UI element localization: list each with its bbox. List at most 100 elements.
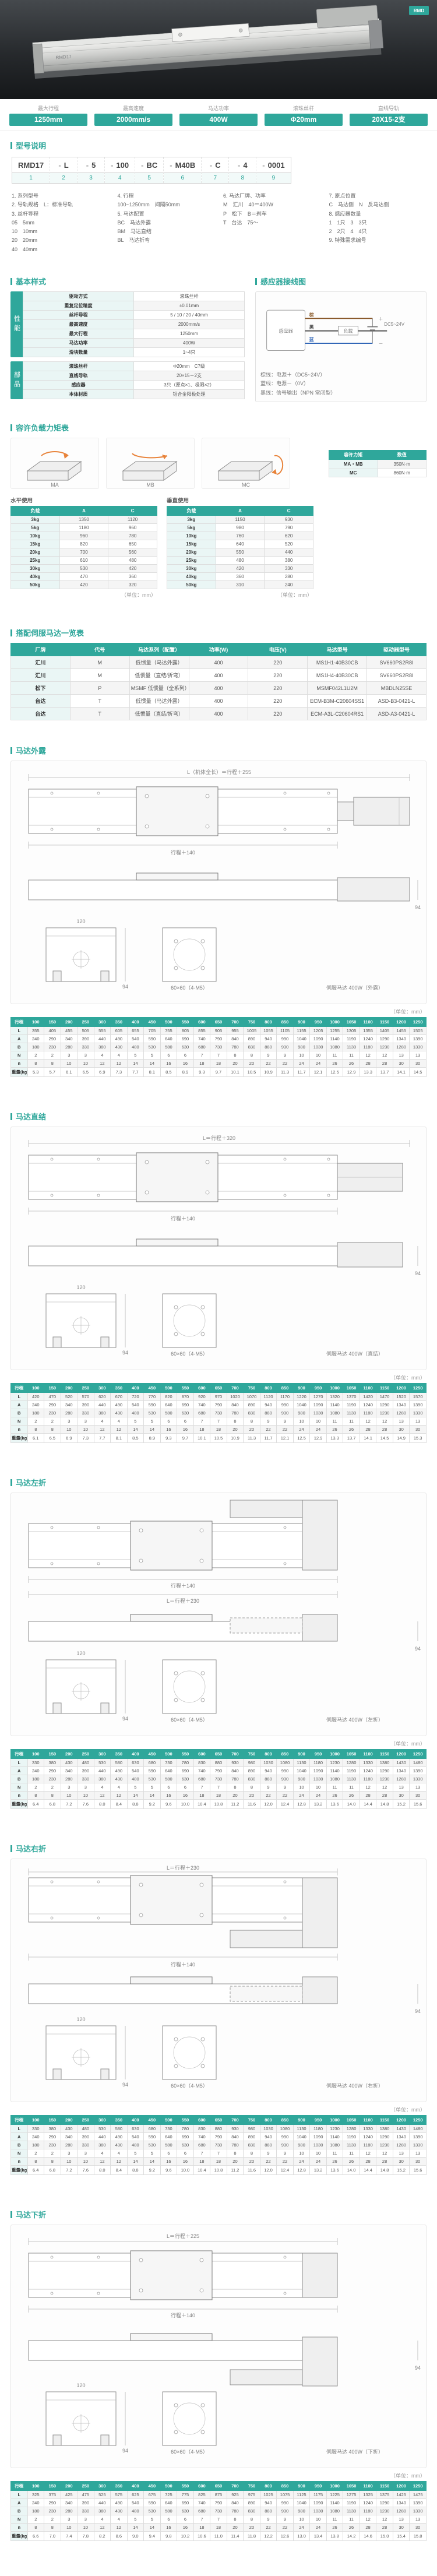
table-cell: 1355 (359, 1026, 377, 1035)
table-cell: 1380 (376, 2124, 393, 2133)
table-cell: 6 (160, 2149, 178, 2158)
table-header-cell: C (108, 506, 157, 516)
badge-power: 马达功率 400W (179, 104, 258, 126)
table-cell: 10 (292, 1051, 311, 1060)
table-cell: 20 (226, 2523, 244, 2532)
table-cell: 13 (392, 1417, 410, 1426)
table-cell: 290 (44, 1766, 61, 1775)
table-cell: 1290 (376, 1400, 393, 1409)
table-cell: 28 (376, 1059, 393, 1068)
table-cell: 2 (27, 1417, 45, 1426)
table-cell: 840 (226, 2132, 244, 2141)
table-cell: 8 (226, 1417, 244, 1426)
table-cell: 18 (193, 2523, 211, 2532)
table-header-cell: 750 (243, 1749, 260, 1759)
table-header-cell: 450 (143, 2115, 161, 2125)
table-cell: ±0.01mm (133, 301, 245, 311)
table-cell: 960 (108, 523, 157, 532)
badge-screw: 滚珠丝杆 Φ20mm (265, 104, 343, 126)
table-header-cell: 1150 (376, 1383, 393, 1393)
table-cell: 400 (188, 656, 249, 669)
table-header-cell: 800 (259, 1017, 277, 1027)
svg-text:L＝行程＋230: L＝行程＋230 (167, 1864, 199, 1871)
table-header-cell: 700 (226, 1749, 244, 1759)
table-cell: 340 (60, 2498, 78, 2507)
svg-text:黑: 黑 (309, 324, 314, 330)
table-cell: 1340 (392, 2498, 410, 2507)
table-cell: 490 (110, 2132, 128, 2141)
table-header-cell: 250 (77, 1383, 94, 1393)
wiring-diagram: 感应器 负载 DC5~24V ＋ － 棕 黑 蓝 (266, 309, 405, 351)
table-cell: 24 (292, 1059, 311, 1068)
table-cell: 2000mm/s (133, 319, 245, 329)
table-header-cell: 750 (243, 1383, 260, 1393)
table-cell: ASD-B3-0421-L (366, 694, 427, 708)
table-cell: 530 (93, 1758, 111, 1767)
table-cell: 12 (110, 2523, 128, 2532)
table-cell: 1175 (309, 2490, 327, 2499)
table-cell: 490 (110, 1034, 128, 1043)
table-header-cell: 厂牌 (10, 643, 71, 656)
section-title: 感应器接线图 (255, 276, 427, 287)
table-header-cell: 850 (276, 1017, 294, 1027)
svg-text:L＝行程＋320: L＝行程＋320 (203, 1135, 235, 1141)
table-cell: 180 (27, 2141, 45, 2149)
table-cell: 22 (259, 1059, 277, 1068)
svg-text:120: 120 (76, 2017, 85, 2022)
table-row-label: L (10, 1758, 28, 1767)
table-cell: 480 (77, 2124, 94, 2133)
drawing-panel: L＝行程＋225 行程＋140 94 120 9 (10, 2225, 427, 2468)
table-cell: 5 (143, 1417, 161, 1426)
table-cell: 690 (177, 1400, 194, 1409)
svg-text:94: 94 (122, 2082, 128, 2088)
table-row-label: B (10, 2141, 28, 2149)
svg-text:伺服马达 400W（右折）: 伺服马达 400W（右折） (326, 2082, 383, 2089)
table-cell: 10 (60, 1791, 78, 1800)
table-cell: 15.0 (376, 2531, 393, 2541)
drawing-panel: L（机体全长）＝行程＋255 行程＋140 94 120 (10, 761, 427, 1004)
table-cell: 920 (193, 1392, 211, 1401)
table-cell: 1230 (326, 1758, 344, 1767)
table-cell: 1130 (343, 2141, 360, 2149)
list-line: C 马达侧 N 反马达侧 (329, 202, 389, 208)
table-cell: 980 (243, 2124, 260, 2133)
table-row-label: 50kg (167, 580, 216, 589)
table-cell: 890 (243, 2498, 260, 2507)
table-cell: 12 (93, 1791, 111, 1800)
table-row-label: L (10, 1026, 28, 1035)
table-cell: 14 (143, 1059, 161, 1068)
table-cell: 22 (276, 1059, 294, 1068)
table-cell: 420 (27, 1392, 45, 1401)
table-cell: 18 (210, 1059, 227, 1068)
table-row-label: 重量(kg) (10, 2165, 28, 2175)
table-row-label: 汇川 (10, 656, 71, 669)
table-header-cell: 850 (276, 2481, 294, 2491)
table-cell: 24 (309, 2157, 327, 2166)
table-cell: 990 (276, 2132, 294, 2141)
parts-band: 部品 (10, 361, 23, 399)
model-segment: L2 (50, 157, 77, 183)
table-cell: 980 (292, 2507, 311, 2515)
drawing-motor-direct: L＝行程＋320 行程＋140 94 120 9 (28, 1135, 421, 1357)
table-cell: 16 (177, 1791, 194, 1800)
model-segment: 48 (228, 157, 256, 183)
table-cell: 26 (326, 2523, 344, 2532)
table-cell: 480 (108, 556, 157, 565)
table-header-cell: 900 (292, 2481, 311, 2491)
table-cell: 10 (309, 1417, 327, 1426)
table-cell: 540 (126, 2498, 145, 2507)
badge-value: Φ20mm (265, 114, 343, 126)
